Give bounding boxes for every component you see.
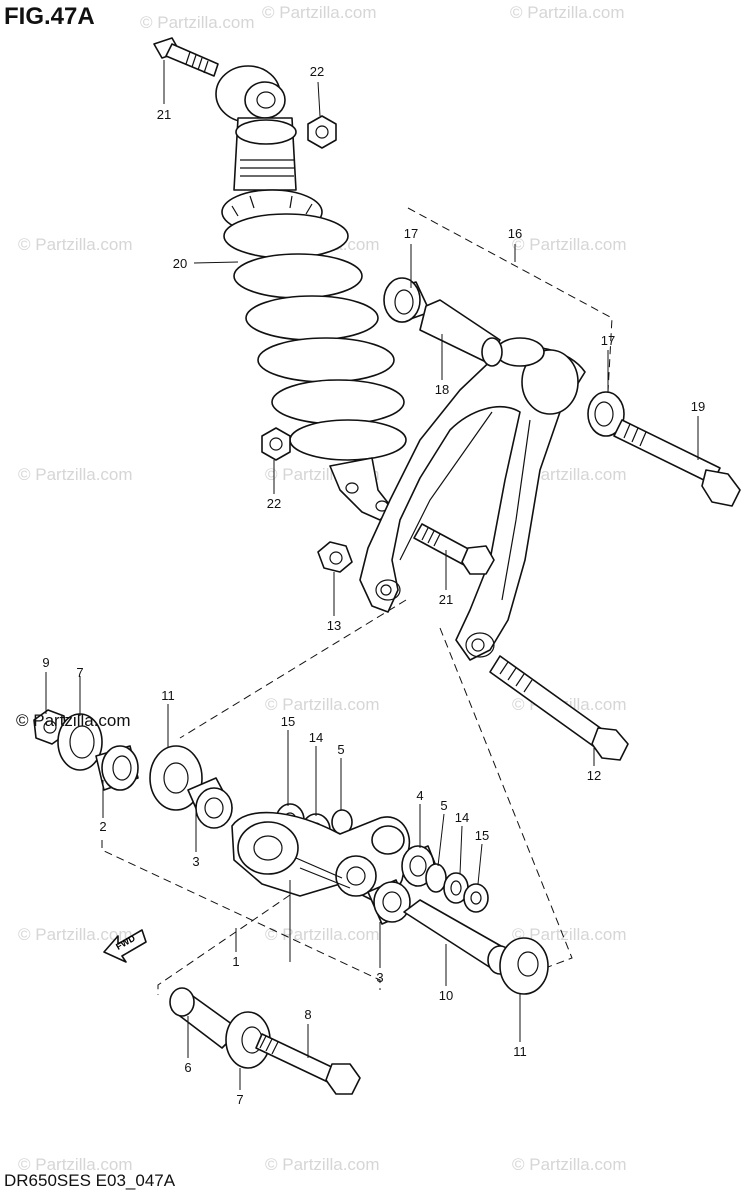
- callout-3: 3: [192, 854, 199, 869]
- nut-upper: [307, 115, 337, 149]
- callout-22: 22: [267, 496, 281, 511]
- figure-title: FIG.47A: [4, 3, 95, 30]
- callout-21: 21: [439, 592, 453, 607]
- watermark: © Partzilla.com: [18, 1155, 133, 1174]
- front-direction-arrow: FWD: [103, 929, 147, 963]
- callout-18: 18: [435, 382, 449, 397]
- callout-2: 2: [99, 819, 106, 834]
- cushion-rod: [359, 337, 586, 661]
- callout-7: 7: [76, 665, 83, 680]
- shock-spring: [223, 213, 407, 461]
- watermark: © Partzilla.com: [510, 3, 625, 22]
- callout-3: 3: [376, 970, 383, 985]
- callout-1: 1: [232, 954, 239, 969]
- nut-13: [317, 541, 353, 573]
- watermark: © Partzilla.com: [18, 925, 133, 944]
- bushing-17-left: [383, 277, 431, 323]
- bolt-8: [255, 1033, 361, 1095]
- callout-5: 5: [440, 798, 447, 813]
- callout-15: 15: [475, 828, 489, 843]
- callout-12: 12: [587, 768, 601, 783]
- assembly-guide-lines: [101, 207, 613, 995]
- seal-15-lower: [463, 883, 489, 913]
- callout-8: 8: [304, 1007, 311, 1022]
- watermark: © Partzilla.com: [265, 1155, 380, 1174]
- callout-7: 7: [236, 1092, 243, 1107]
- callout-14: 14: [309, 730, 323, 745]
- watermark: © Partzilla.com: [18, 465, 133, 484]
- callout-labels: 21 22 20 17 16 17 18 19 22 21 13 9 7 11 …: [42, 64, 705, 1107]
- diagram-code: DR650SES E03_047A: [4, 1171, 176, 1190]
- callout-4: 4: [416, 788, 423, 803]
- watermark: © Partzilla.com: [512, 1155, 627, 1174]
- callout-9: 9: [42, 655, 49, 670]
- spacer-10: [403, 899, 513, 975]
- bolt-19: [613, 419, 741, 507]
- bolt-12: [489, 655, 629, 761]
- bolt-21-lower: [413, 523, 495, 575]
- bearing-3-upper: [187, 777, 233, 829]
- callout-5: 5: [337, 742, 344, 757]
- callout-6: 6: [184, 1060, 191, 1075]
- callout-11: 11: [161, 688, 175, 703]
- bushing-5-lower: [425, 863, 447, 893]
- washer-11-lower: [499, 937, 549, 995]
- cushion-lever: [231, 811, 411, 903]
- callout-19: 19: [691, 399, 705, 414]
- nut-lower: [261, 427, 291, 461]
- callout-20: 20: [173, 256, 187, 271]
- bushing-17-right: [587, 391, 625, 437]
- callout-14: 14: [455, 810, 469, 825]
- callout-10: 10: [439, 988, 453, 1003]
- callout-11: 11: [513, 1044, 527, 1059]
- washer-7-lower: [225, 1011, 271, 1069]
- watermark: © Partzilla.com: [262, 3, 377, 22]
- callout-22: 22: [310, 64, 324, 79]
- leader-lines: [45, 60, 699, 1090]
- spacer-18: [419, 299, 503, 367]
- callout-16: 16: [508, 226, 522, 241]
- watermark: © Partzilla.com: [512, 235, 627, 254]
- watermark: © Partzilla.com: [265, 695, 380, 714]
- watermark-layer: © Partzilla.com © Partzilla.com © Partzi…: [18, 3, 627, 1174]
- callout-17: 17: [404, 226, 418, 241]
- shock-absorber: [153, 37, 407, 521]
- callout-17: 17: [601, 333, 615, 348]
- shock-top-bolt: [153, 37, 219, 77]
- watermark: © Partzilla.com: [140, 13, 255, 32]
- brand-mark: © Partzilla.com: [16, 711, 131, 730]
- callout-21: 21: [157, 107, 171, 122]
- watermark: © Partzilla.com: [18, 235, 133, 254]
- watermark: © Partzilla.com: [512, 925, 627, 944]
- bearing-2: [95, 745, 139, 791]
- callout-15: 15: [281, 714, 295, 729]
- callout-13: 13: [327, 618, 341, 633]
